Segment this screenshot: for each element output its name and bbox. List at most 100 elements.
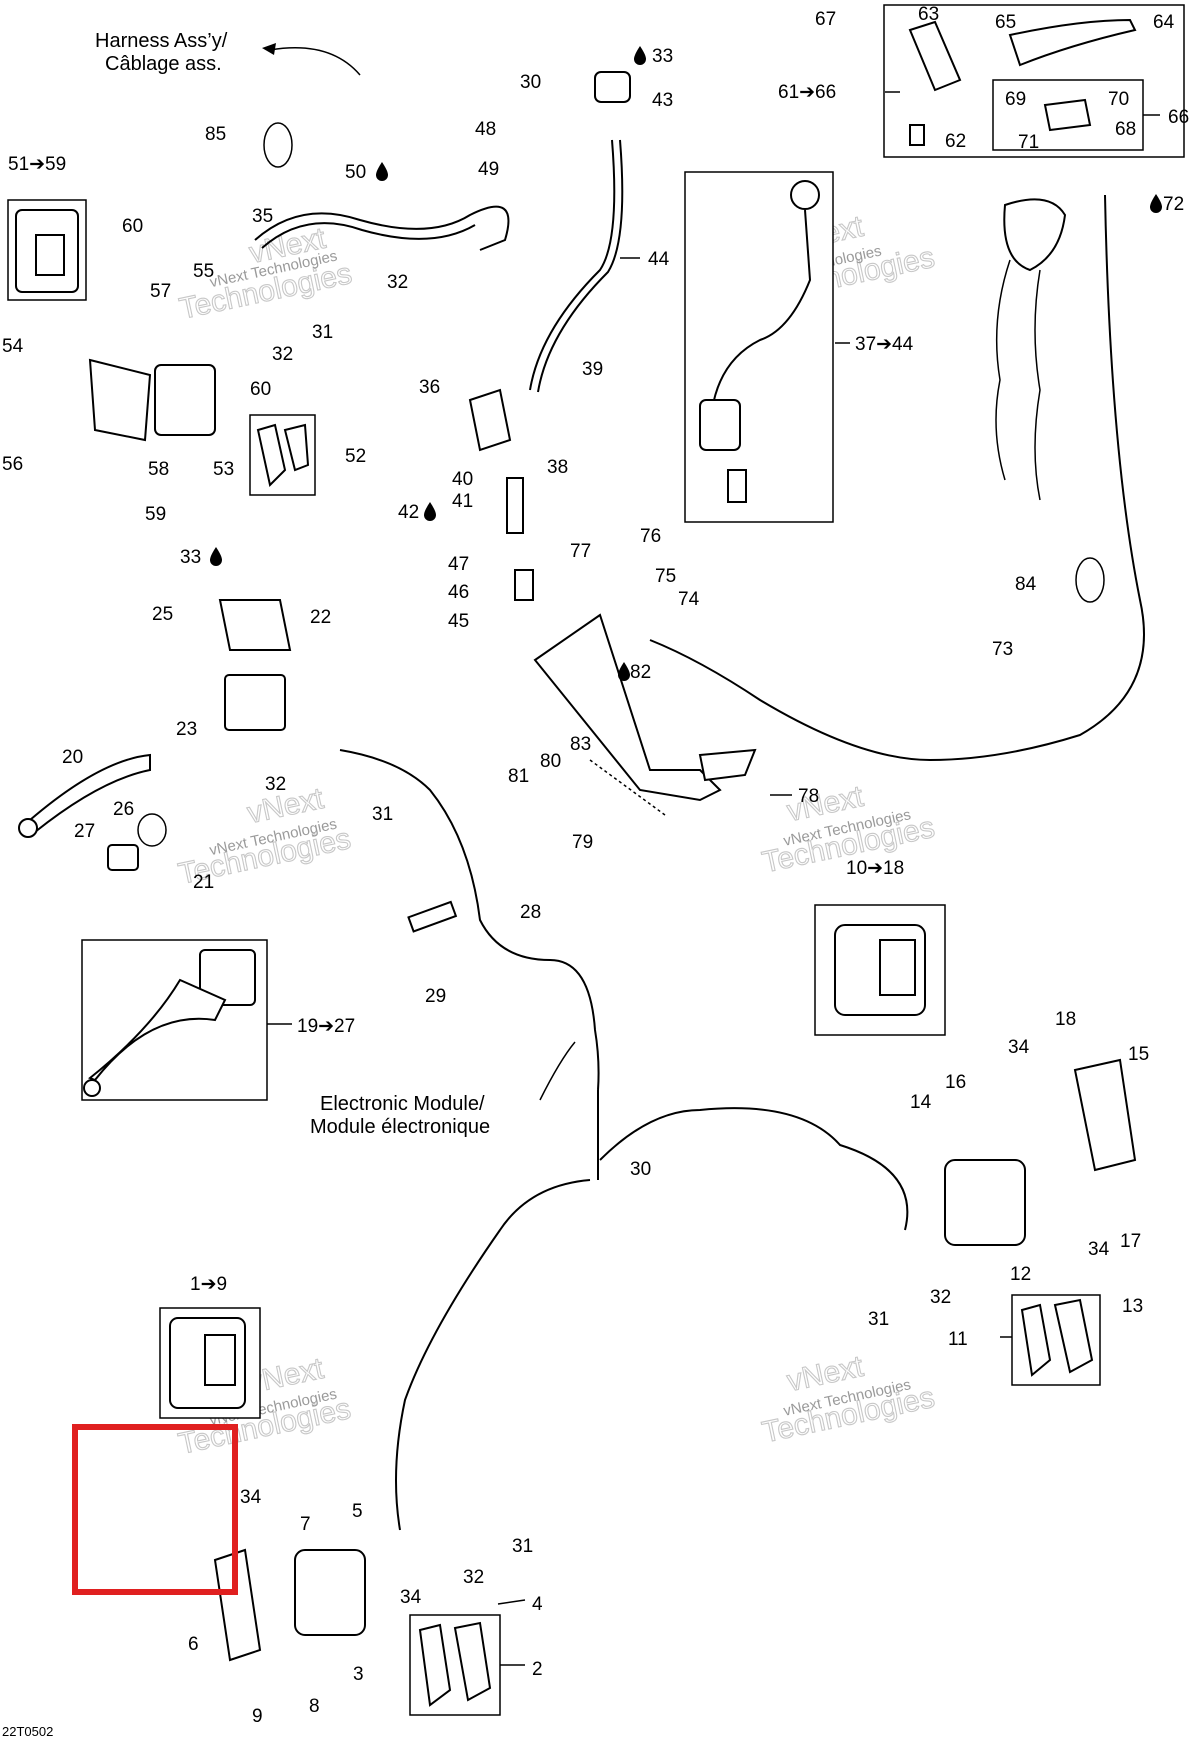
front-hose-left — [395, 1179, 591, 1531]
handlebar-grip — [1003, 198, 1067, 272]
callout-69: 69 — [1005, 89, 1026, 110]
brake-pad-icon — [418, 1623, 452, 1707]
harness-arrowhead — [262, 43, 276, 55]
spring-icon — [909, 124, 925, 146]
callout-77: 77 — [570, 541, 591, 562]
callout-81: 81 — [508, 766, 529, 787]
callout-62: 62 — [945, 131, 966, 152]
callout-63: 63 — [918, 4, 939, 25]
callout-32-a: 32 — [387, 272, 408, 293]
callout-23: 23 — [176, 719, 197, 740]
droplet-icon — [376, 162, 388, 181]
callout-40: 40 — [452, 469, 473, 490]
callout-26: 26 — [113, 799, 134, 820]
callout-53: 53 — [213, 459, 234, 480]
callout-48: 48 — [475, 119, 496, 140]
box-52 — [249, 414, 316, 496]
callout-35: 35 — [252, 206, 273, 227]
callout-15: 15 — [1128, 1044, 1149, 1065]
box-1-9 — [159, 1307, 261, 1419]
callout-10-18: 10➔18 — [846, 858, 904, 879]
module-caption-line1: Electronic Module/ — [320, 1093, 485, 1115]
caliper-bracket — [88, 358, 152, 442]
callout-9: 9 — [252, 1706, 263, 1727]
callout-70: 70 — [1108, 89, 1129, 110]
lever-icon — [1008, 18, 1137, 67]
front-hose-right — [599, 1107, 909, 1231]
reservoir-cover-22 — [218, 599, 292, 651]
callout-38: 38 — [547, 457, 568, 478]
brake-lever-icon — [88, 978, 227, 1082]
callout-72: 72 — [1163, 194, 1184, 215]
callout-28: 28 — [520, 902, 541, 923]
callout-37-44: 37➔44 — [855, 334, 914, 355]
callout-55: 55 — [193, 261, 214, 282]
callout-51-59: 51➔59 — [8, 154, 66, 175]
brake-lever-20 — [28, 753, 151, 834]
front-caliper-3 — [294, 1549, 366, 1636]
callout-61-66: 61➔66 — [778, 82, 836, 103]
callout-68: 68 — [1115, 119, 1136, 140]
callout-29: 29 — [425, 986, 446, 1007]
callout-32-c: 32 — [265, 774, 286, 795]
callout-50: 50 — [345, 162, 366, 183]
callout-31-c: 31 — [868, 1309, 889, 1330]
box-11 — [1011, 1294, 1101, 1386]
rear-caliper-53 — [154, 364, 216, 436]
droplet-icon — [634, 46, 646, 65]
callout-84: 84 — [1015, 574, 1037, 595]
callouts: 1➔9 2 3 4 5 6 7 8 9 10➔18 11 12 13 14 15… — [2, 4, 1189, 1727]
callout-1-9: 1➔9 — [190, 1274, 227, 1295]
callout-19-27: 19➔27 — [297, 1016, 355, 1037]
droplet-icons — [210, 46, 1162, 681]
callout-33-left: 33 — [180, 547, 201, 568]
callout-82: 82 — [630, 662, 651, 683]
master-cylinder-icon — [699, 399, 741, 451]
callout-42: 42 — [398, 502, 419, 523]
callout-32-e: 32 — [463, 1567, 484, 1588]
droplet-icon — [1150, 194, 1162, 213]
callout-58: 58 — [148, 459, 169, 480]
highlight-box — [72, 1424, 238, 1595]
switch-plate-icon — [1043, 98, 1092, 132]
callout-31-a: 31 — [312, 322, 333, 343]
callout-65: 65 — [995, 12, 1016, 33]
callout-49: 49 — [478, 159, 499, 180]
brake-pedal-78 — [533, 613, 722, 802]
tie-strap-85 — [263, 122, 293, 168]
callout-56: 56 — [2, 454, 23, 475]
callout-85: 85 — [205, 124, 226, 145]
callout-4: 4 — [532, 1594, 543, 1615]
callout-79: 79 — [572, 832, 593, 853]
callout-21: 21 — [193, 872, 214, 893]
callout-34-d: 34 — [400, 1587, 422, 1608]
pushrod-41 — [506, 477, 524, 534]
switch-icon — [727, 469, 747, 503]
box-61-66 — [883, 4, 1185, 158]
callout-14: 14 — [910, 1092, 932, 1113]
reservoir-icon — [790, 180, 820, 210]
callout-32-d: 32 — [930, 1287, 951, 1308]
o-ring-26 — [137, 813, 167, 847]
master-cylinder-33 — [224, 674, 286, 731]
callout-54: 54 — [2, 336, 24, 357]
box-2 — [409, 1614, 501, 1716]
callout-43: 43 — [652, 90, 673, 111]
reservoir-hose-44 — [529, 139, 616, 391]
front-caliper-12 — [944, 1159, 1026, 1246]
clip-29 — [407, 900, 458, 933]
callout-30-mid: 30 — [630, 1159, 651, 1180]
callout-46: 46 — [448, 582, 469, 603]
callout-74: 74 — [678, 589, 700, 610]
hoses — [254, 139, 1145, 1531]
harness-caption-line2: Câblage ass. — [105, 53, 222, 75]
pedal-pad — [698, 748, 757, 782]
lever-bracket-icon — [908, 20, 962, 92]
callout-18: 18 — [1055, 1009, 1076, 1030]
callout-7: 7 — [300, 1514, 311, 1535]
diagram-code: 22T0502 — [2, 1724, 53, 1739]
master-cylinder-38 — [468, 388, 512, 452]
callout-34-a: 34 — [1008, 1037, 1030, 1058]
callout-52: 52 — [345, 446, 366, 467]
